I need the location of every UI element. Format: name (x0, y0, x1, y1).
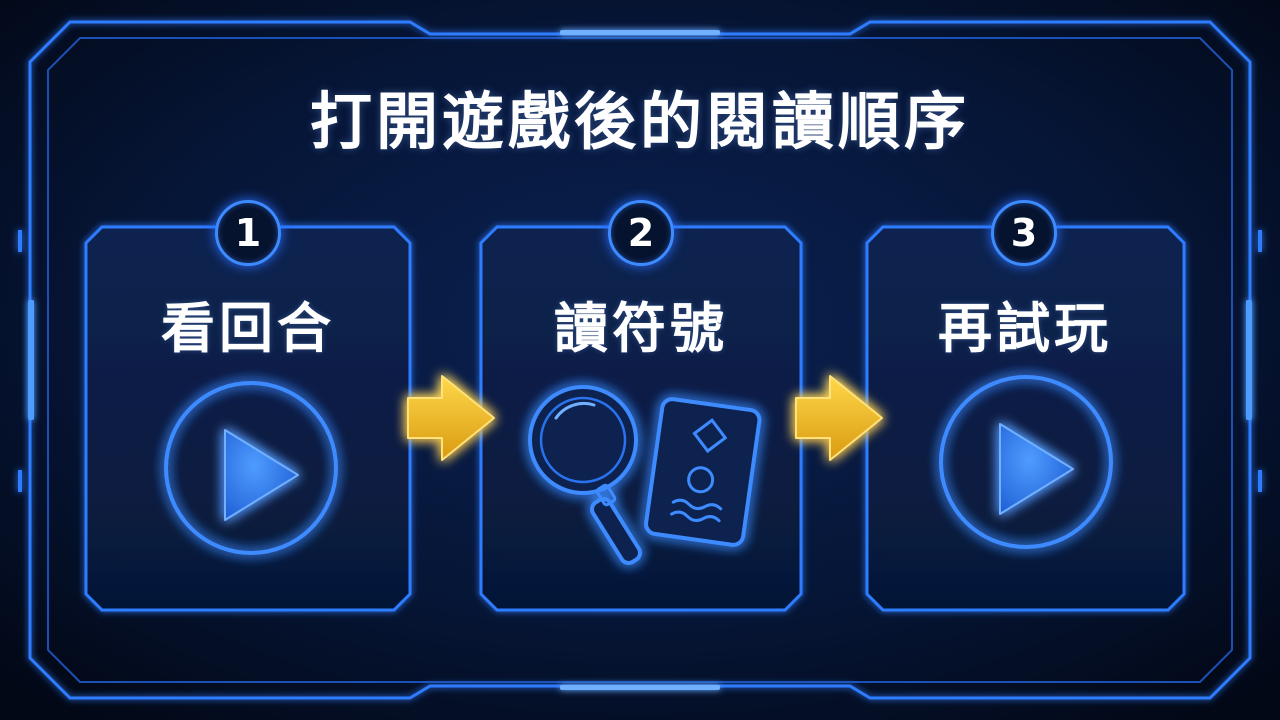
play-icon (939, 375, 1113, 549)
arrow-right-icon (407, 375, 495, 461)
step-number-1: 1 (215, 200, 281, 266)
step-3-panel (865, 225, 1186, 612)
step-number-2: 2 (608, 200, 674, 266)
inner-frame (47, 37, 1233, 683)
frame-accents (18, 30, 1262, 690)
step-label-2: 讀符號 (554, 297, 728, 360)
play-icon (164, 381, 338, 555)
page-title: 打開遊戲後的閱讀順序 (309, 85, 970, 158)
step-1-panel (84, 225, 412, 612)
arrow-right-icon (795, 375, 883, 461)
card-icon (644, 397, 762, 547)
step-label-1: 看回合 (161, 297, 335, 360)
step-label-3: 再試玩 (938, 297, 1112, 360)
step-number-3: 3 (991, 200, 1057, 266)
magnifier-icon (528, 385, 643, 565)
magnifier-card-icon (528, 385, 762, 565)
